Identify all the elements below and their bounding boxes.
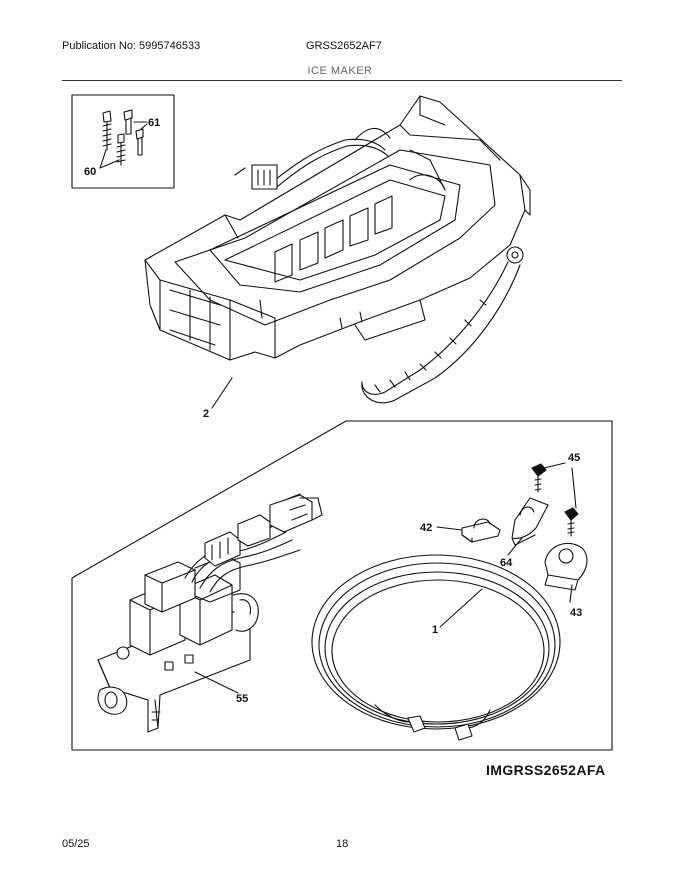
- water-valve-kit-box: [71, 420, 613, 751]
- model-number: GRSS2652AF7: [306, 40, 382, 52]
- screw-60: [102, 110, 126, 166]
- callout-61: 61: [148, 117, 160, 129]
- page-number: 18: [336, 838, 349, 850]
- callout-64: 64: [500, 557, 513, 569]
- clip-43: [544, 543, 588, 591]
- footer-date: 05/25: [62, 838, 90, 850]
- callout-2: 2: [203, 408, 209, 420]
- clip-64: [511, 497, 549, 546]
- screw-45: [531, 463, 579, 537]
- callout-43: 43: [570, 607, 582, 619]
- screw-61: [123, 109, 144, 156]
- water-valve-assembly: [97, 493, 323, 733]
- water-tube-coil: [311, 554, 561, 741]
- callout-1: 1: [432, 624, 438, 636]
- section-title: ICE MAKER: [307, 65, 373, 77]
- header-rule: [62, 80, 622, 81]
- callout-60: 60: [84, 166, 96, 178]
- callout-42: 42: [420, 522, 432, 534]
- ice-maker-assembly: [144, 95, 531, 404]
- callout-45: 45: [568, 452, 580, 464]
- clip-42: [461, 518, 501, 543]
- fastener-inset-box: [71, 94, 175, 189]
- callout-55: 55: [236, 693, 248, 705]
- publication-number: Publication No: 5995746533: [62, 40, 201, 52]
- image-code: IMGRSS2652AFA: [486, 762, 606, 778]
